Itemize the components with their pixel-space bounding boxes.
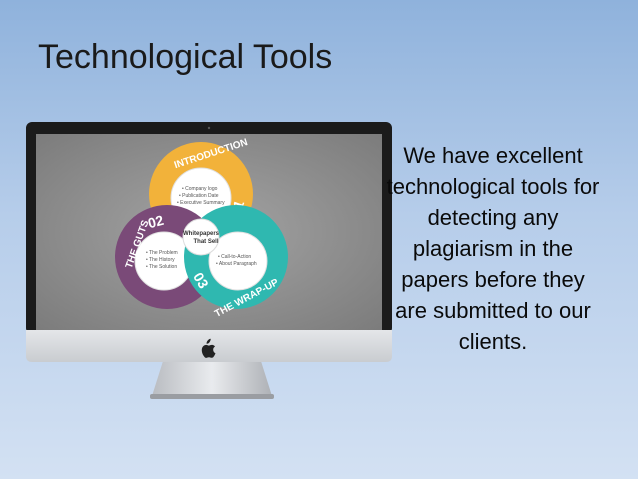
center-line-2: That Sell bbox=[193, 239, 218, 245]
center-badge: Whitepapers That Sell bbox=[182, 218, 220, 256]
guts-bullet-1: • The Problem bbox=[146, 250, 178, 256]
guts-bullet-3: • The Solution bbox=[146, 264, 177, 270]
intro-bullet-2: • Publication Date bbox=[179, 193, 219, 199]
camera-dot bbox=[207, 126, 211, 130]
imac-monitor-image: • Company logo • Publication Date • Exec… bbox=[24, 120, 394, 405]
intro-bullet-1: • Company logo bbox=[182, 186, 218, 192]
slide-body-text: We have excellent technological tools fo… bbox=[386, 143, 600, 354]
slide-title: Technological Tools bbox=[38, 38, 333, 76]
monitor-stand bbox=[152, 358, 272, 396]
guts-number: 02 bbox=[146, 212, 165, 232]
wrap-up-bullet-2: • About Paragraph bbox=[216, 261, 257, 267]
monitor-stand-base bbox=[150, 394, 274, 399]
wrap-up-number: 03 bbox=[190, 270, 212, 292]
center-line-1: Whitepapers bbox=[183, 231, 220, 237]
wrap-up-bullet-1: • Call-to-Action bbox=[218, 254, 251, 260]
guts-bullet-2: • The History bbox=[146, 257, 175, 263]
intro-bullet-3: • Executive Summary bbox=[177, 200, 225, 206]
apple-logo-icon bbox=[201, 338, 216, 358]
